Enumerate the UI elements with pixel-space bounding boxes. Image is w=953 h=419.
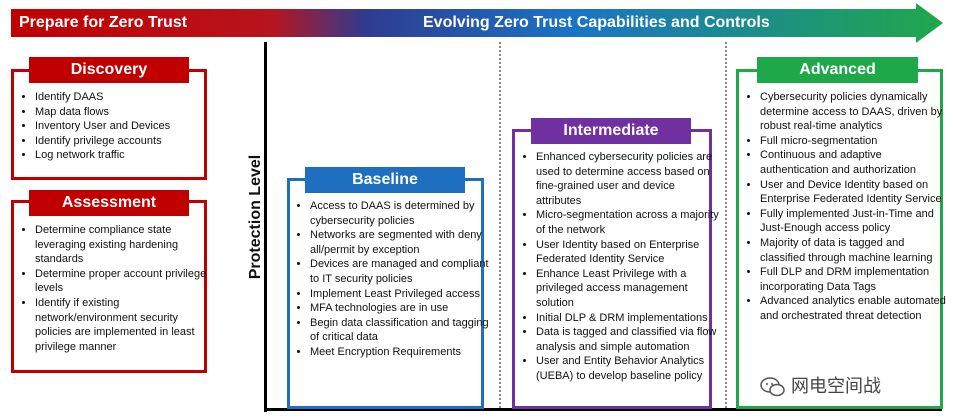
list-item: Determine proper account privilege level… (35, 267, 217, 296)
list-item: Cybersecurity policies dynamically deter… (760, 90, 950, 134)
separator-line (725, 42, 727, 408)
discovery-list: Identify DAAS Map data flows Inventory U… (21, 90, 215, 163)
list-item: Devices are managed and compliant to IT … (310, 257, 494, 286)
intermediate-box (512, 129, 712, 409)
banner-right-label: Evolving Zero Trust Capabilities and Con… (423, 14, 770, 31)
banner-left-label: Prepare for Zero Trust (19, 14, 188, 31)
list-item: Continuous and adaptive authentication a… (760, 148, 950, 177)
assessment-list: Determine compliance state leveraging ex… (21, 223, 217, 354)
intermediate-list: Enhanced cybersecurity policies are used… (522, 150, 723, 384)
list-item: User Identity based on Enterprise Federa… (536, 238, 723, 267)
list-item: Majority of data is tagged and classifie… (760, 236, 950, 265)
list-item: User and Device Identity based on Enterp… (760, 178, 950, 207)
list-item: Meet Encryption Requirements (310, 345, 494, 360)
list-item: Identify if existing network/environment… (35, 296, 217, 354)
baseline-title: Baseline (305, 167, 465, 193)
assessment-title: Assessment (29, 190, 189, 216)
list-item: Enhanced cybersecurity policies are used… (536, 150, 723, 208)
list-item: User and Entity Behavior Analytics (UEBA… (536, 354, 723, 383)
list-item: Initial DLP & DRM implementations (536, 311, 723, 326)
list-item: Begin data classification and tagging of… (310, 316, 494, 345)
watermark-text: 网电空间战 (791, 376, 882, 396)
banner-arrow-shape (11, 3, 943, 43)
list-item: Map data flows (35, 105, 215, 120)
list-item: Fully implemented Just-in-Time and Just-… (760, 207, 950, 236)
wechat-icon (760, 377, 785, 397)
intermediate-title: Intermediate (531, 118, 691, 144)
list-item: Enhance Least Privilege with a privilege… (536, 267, 723, 311)
y-axis-label: Protection Level (247, 154, 264, 280)
list-item: Micro-segmentation across a majority of … (536, 208, 723, 237)
list-item: Identify privilege accounts (35, 134, 215, 149)
list-item: Data is tagged and classified via flow a… (536, 325, 723, 354)
baseline-list: Access to DAAS is determined by cybersec… (296, 199, 494, 360)
discovery-title: Discovery (29, 57, 189, 83)
advanced-list: Cybersecurity policies dynamically deter… (746, 90, 950, 324)
list-item: Implement Least Privileged access (310, 287, 494, 302)
list-item: Full micro-segmentation (760, 134, 950, 149)
list-item: Full DLP and DRM implementation incorpor… (760, 265, 950, 294)
list-item: Log network traffic (35, 148, 215, 163)
list-item: Inventory User and Devices (35, 119, 215, 134)
separator-line (499, 42, 501, 408)
watermark: 网电空间战 (760, 372, 881, 398)
list-item: Advanced analytics enable automated and … (760, 294, 950, 323)
baseline-box (287, 178, 484, 409)
x-axis-line (264, 408, 942, 411)
capability-banner: Prepare for Zero Trust Evolving Zero Tru… (11, 3, 943, 43)
advanced-title: Advanced (757, 57, 918, 83)
list-item: Access to DAAS is determined by cybersec… (310, 199, 494, 228)
list-item: Identify DAAS (35, 90, 215, 105)
list-item: Determine compliance state leveraging ex… (35, 223, 217, 267)
list-item: MFA technologies are in use (310, 301, 494, 316)
y-axis-line (264, 42, 267, 412)
list-item: Networks are segmented with deny all/per… (310, 228, 494, 257)
